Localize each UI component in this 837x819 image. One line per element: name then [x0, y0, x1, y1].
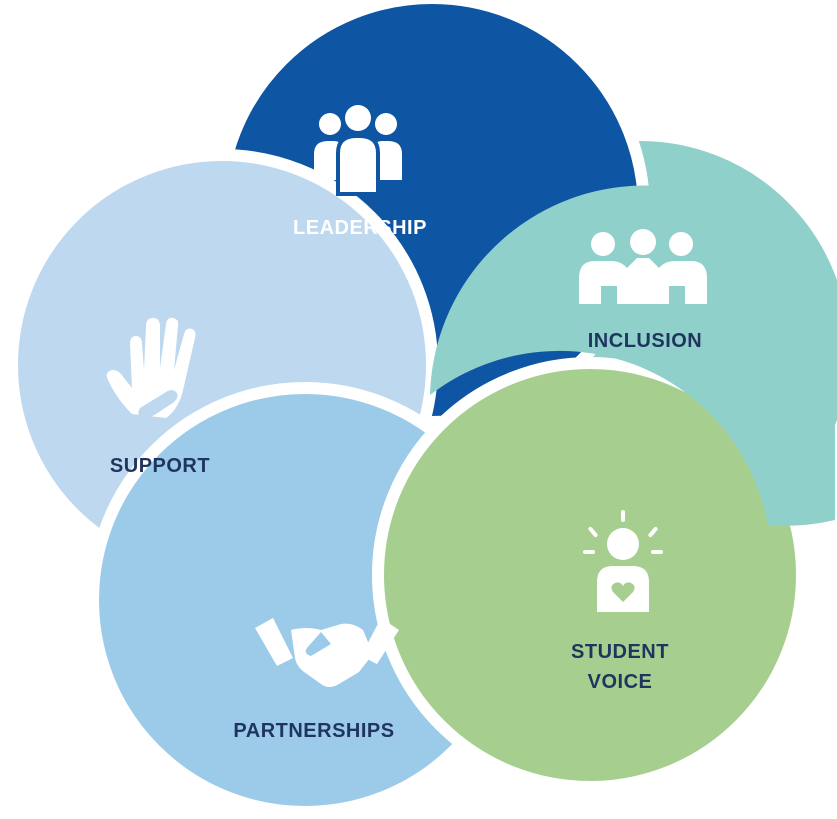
handshake-icon — [255, 618, 399, 687]
leadership-label: LEADERSHIP — [293, 217, 427, 239]
student-voice-petal — [372, 357, 808, 793]
person-heart-icon — [583, 510, 663, 612]
people-embracing-icon — [579, 229, 707, 304]
support-label: SUPPORT — [110, 455, 210, 477]
partnerships-label: PARTNERSHIPS — [233, 720, 394, 742]
student-voice-label-line1: STUDENT — [571, 641, 669, 663]
inclusion-label: INCLUSION — [588, 330, 703, 352]
people-group-icon — [314, 105, 402, 196]
student-voice-label-line2: VOICE — [588, 671, 653, 693]
inclusion-petal-overlap — [430, 185, 835, 526]
helping-hand-icon — [106, 317, 196, 422]
